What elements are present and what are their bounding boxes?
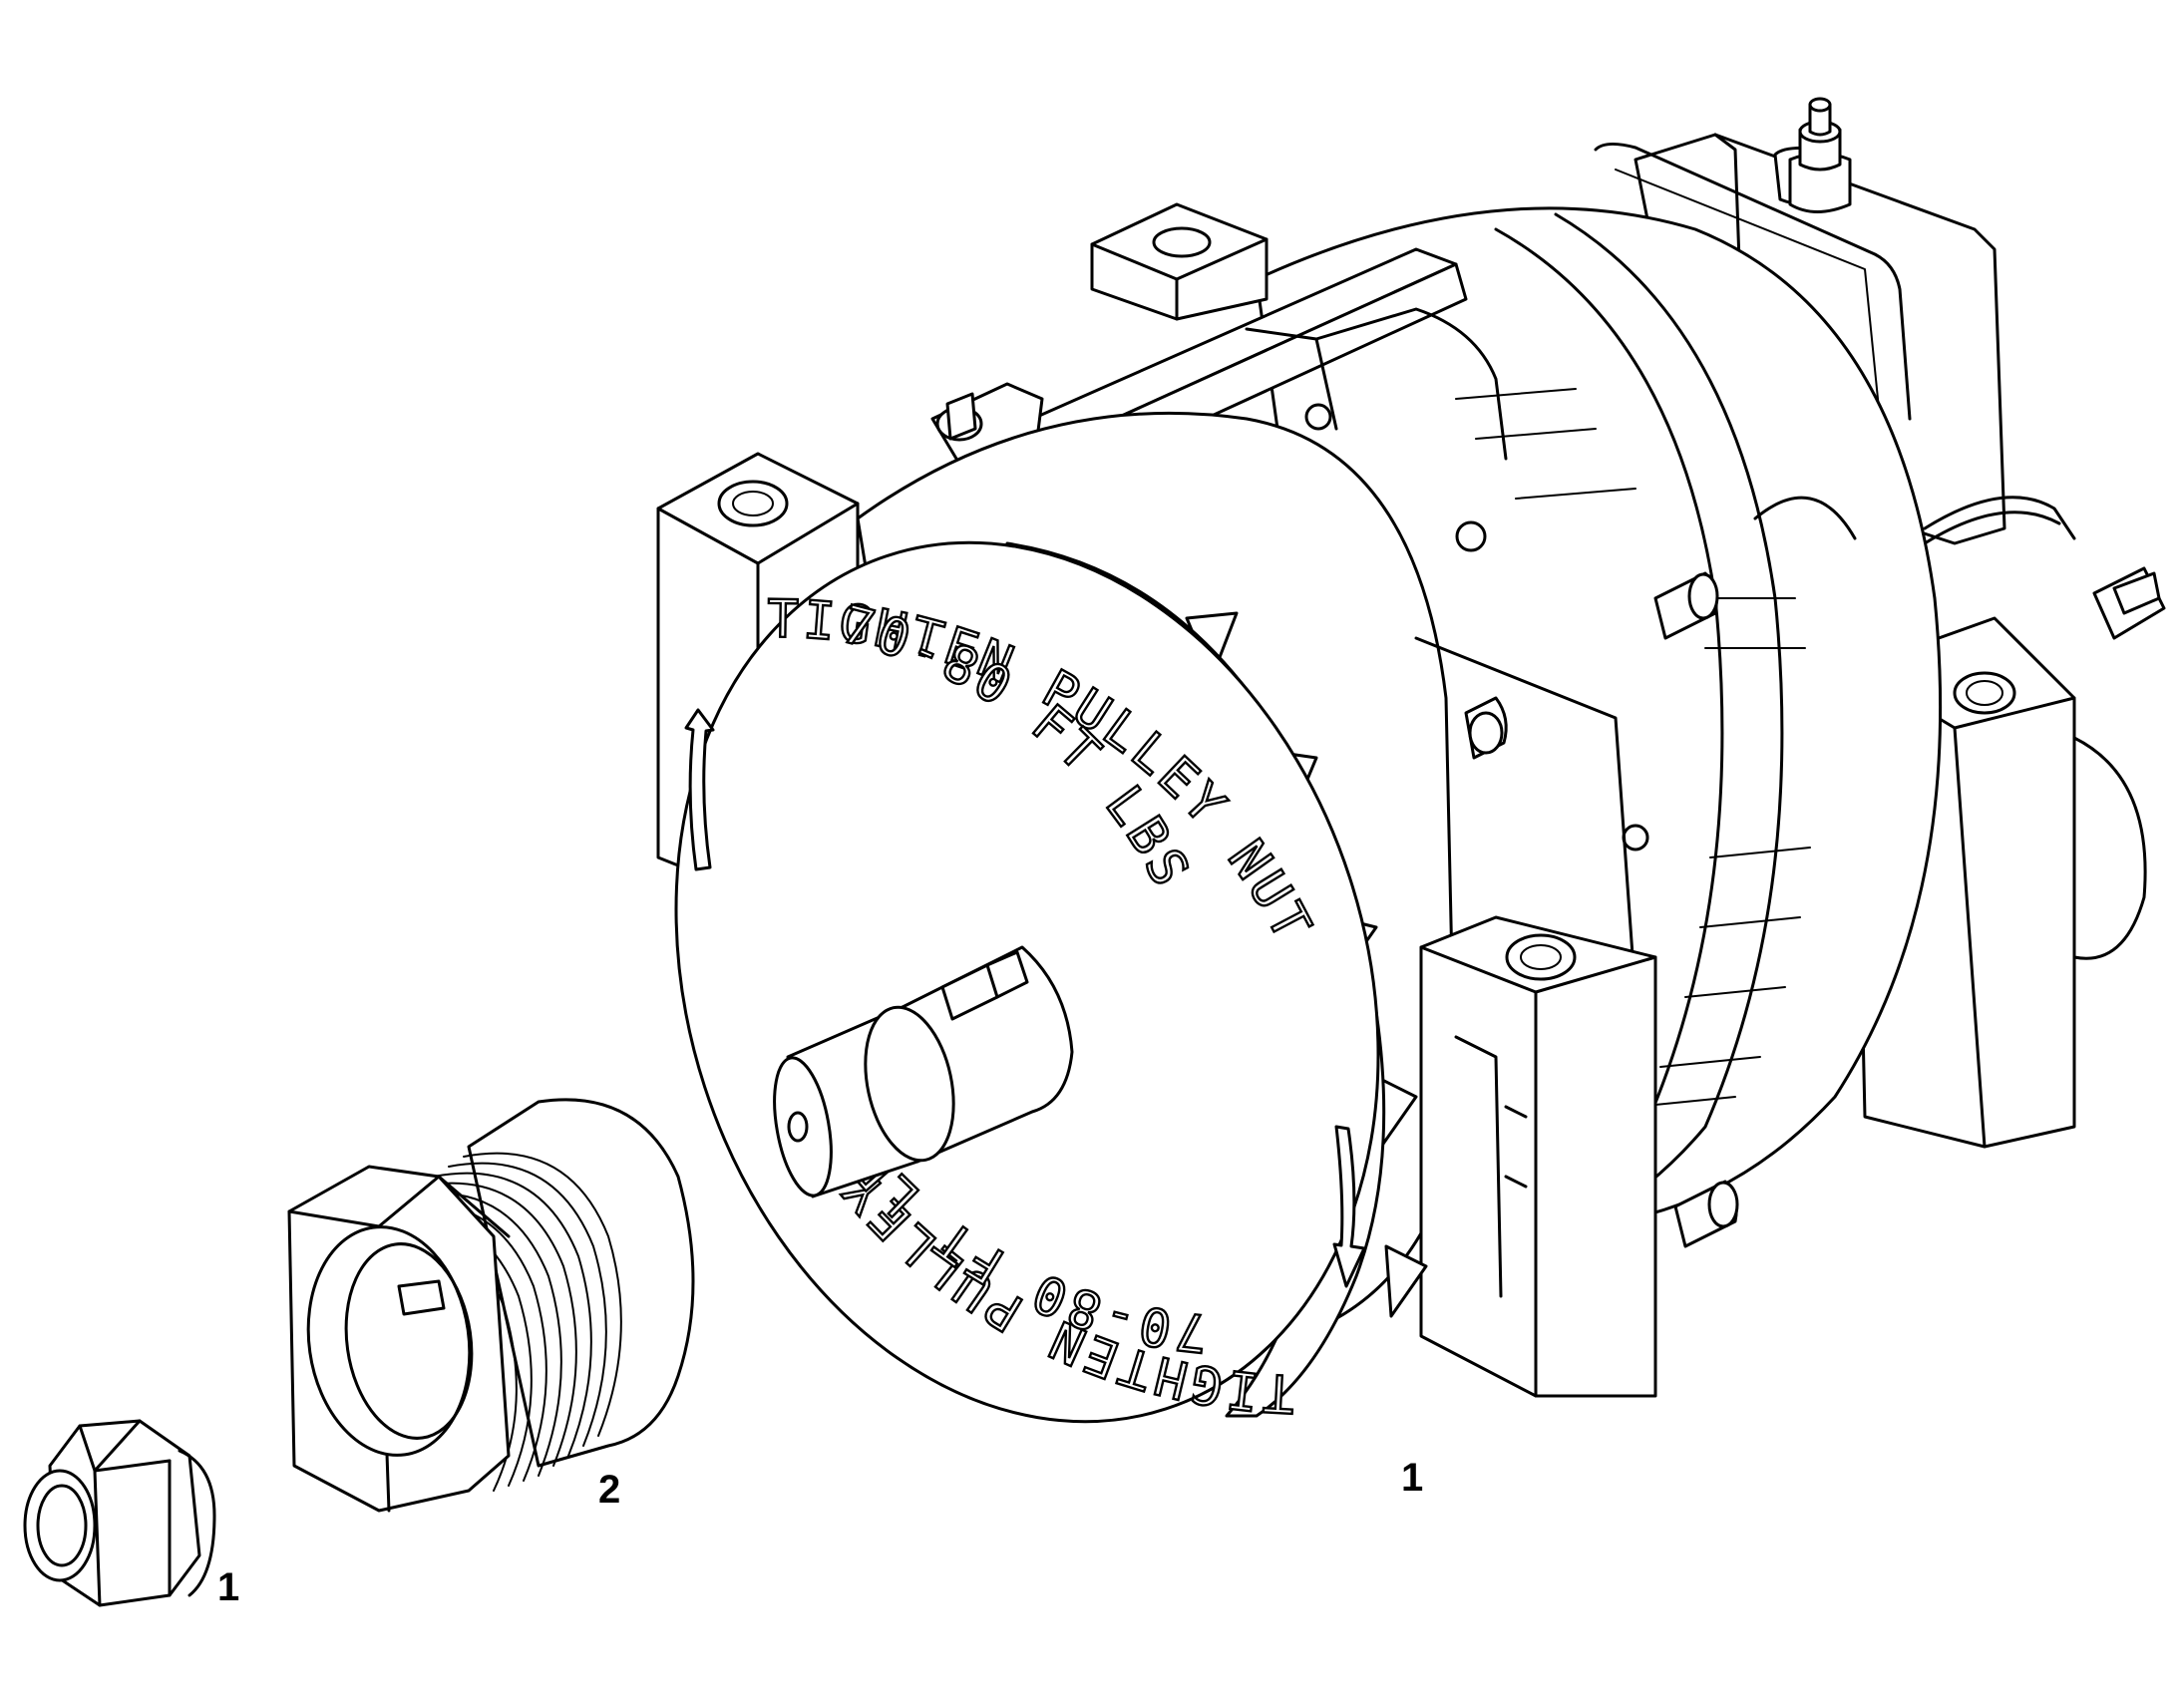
- callout-nut: 1: [217, 1565, 239, 1609]
- callout-pulley: 2: [598, 1468, 620, 1512]
- top-terminal-stud: [1788, 97, 1852, 213]
- rotation-arrow-bottom: [1332, 1125, 1366, 1288]
- side-terminal: [1923, 496, 2166, 640]
- top-rear-lug: [1090, 202, 1269, 321]
- pulley: [287, 1098, 695, 1513]
- rotation-arrow-top: [684, 708, 715, 871]
- rotor-shaft: [773, 945, 1074, 1198]
- pulley-nut: [23, 1419, 216, 1607]
- front-right-mounting-ear: [1419, 915, 1657, 1398]
- callout-alternator: 1: [1401, 1456, 1423, 1500]
